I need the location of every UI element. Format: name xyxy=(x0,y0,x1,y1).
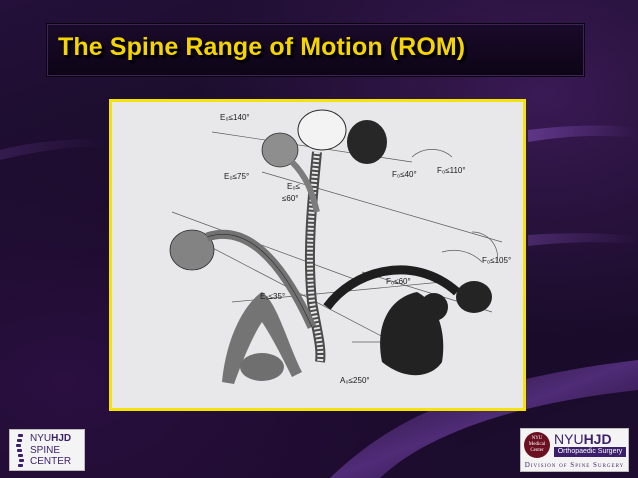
logo-left-center: CENTER xyxy=(30,456,72,467)
label-fl: F₀≤60° xyxy=(386,277,411,286)
label-ec: E₀≤75° xyxy=(224,172,249,181)
logo-right-department: Orthopaedic Surgery xyxy=(554,447,626,457)
spine-rom-illustration: E₀≤140° F₀≤40° F₀≤110° E₀≤75° E₀≤ ≤60° F… xyxy=(112,102,523,408)
label-at: A₀≤250° xyxy=(340,376,370,385)
logo-right-name: NYUHJD xyxy=(554,431,612,447)
spine-rom-figure: E₀≤140° F₀≤40° F₀≤110° E₀≤75° E₀≤ ≤60° F… xyxy=(109,99,526,411)
nyuhjd-orthopaedic-logo: NYU Medical Center NYUHJD Orthopaedic Su… xyxy=(520,428,629,472)
nyu-medical-center-seal: NYU Medical Center xyxy=(524,432,550,458)
label-fc-top: F₀≤40° xyxy=(392,170,417,179)
slide-title: The Spine Range of Motion (ROM) xyxy=(58,33,466,61)
label-etl-2: ≤60° xyxy=(282,194,299,203)
logo-left-name: NYUHJD xyxy=(30,433,72,444)
label-el: E₀≤35° xyxy=(260,292,285,301)
label-et: E₀≤140° xyxy=(220,113,250,122)
title-bar xyxy=(47,24,584,76)
label-etl: E₀≤ xyxy=(287,182,301,191)
logo-right-division: Division of Spine Surgery xyxy=(524,461,625,469)
spine-icon xyxy=(16,434,24,467)
label-ft: F₀≤110° xyxy=(437,166,466,175)
label-ftl: F₀≤105° xyxy=(482,256,511,265)
nyuhjd-spine-center-logo: NYUHJD SPINE CENTER xyxy=(9,429,85,471)
logo-left-spine: SPINE xyxy=(30,445,61,456)
